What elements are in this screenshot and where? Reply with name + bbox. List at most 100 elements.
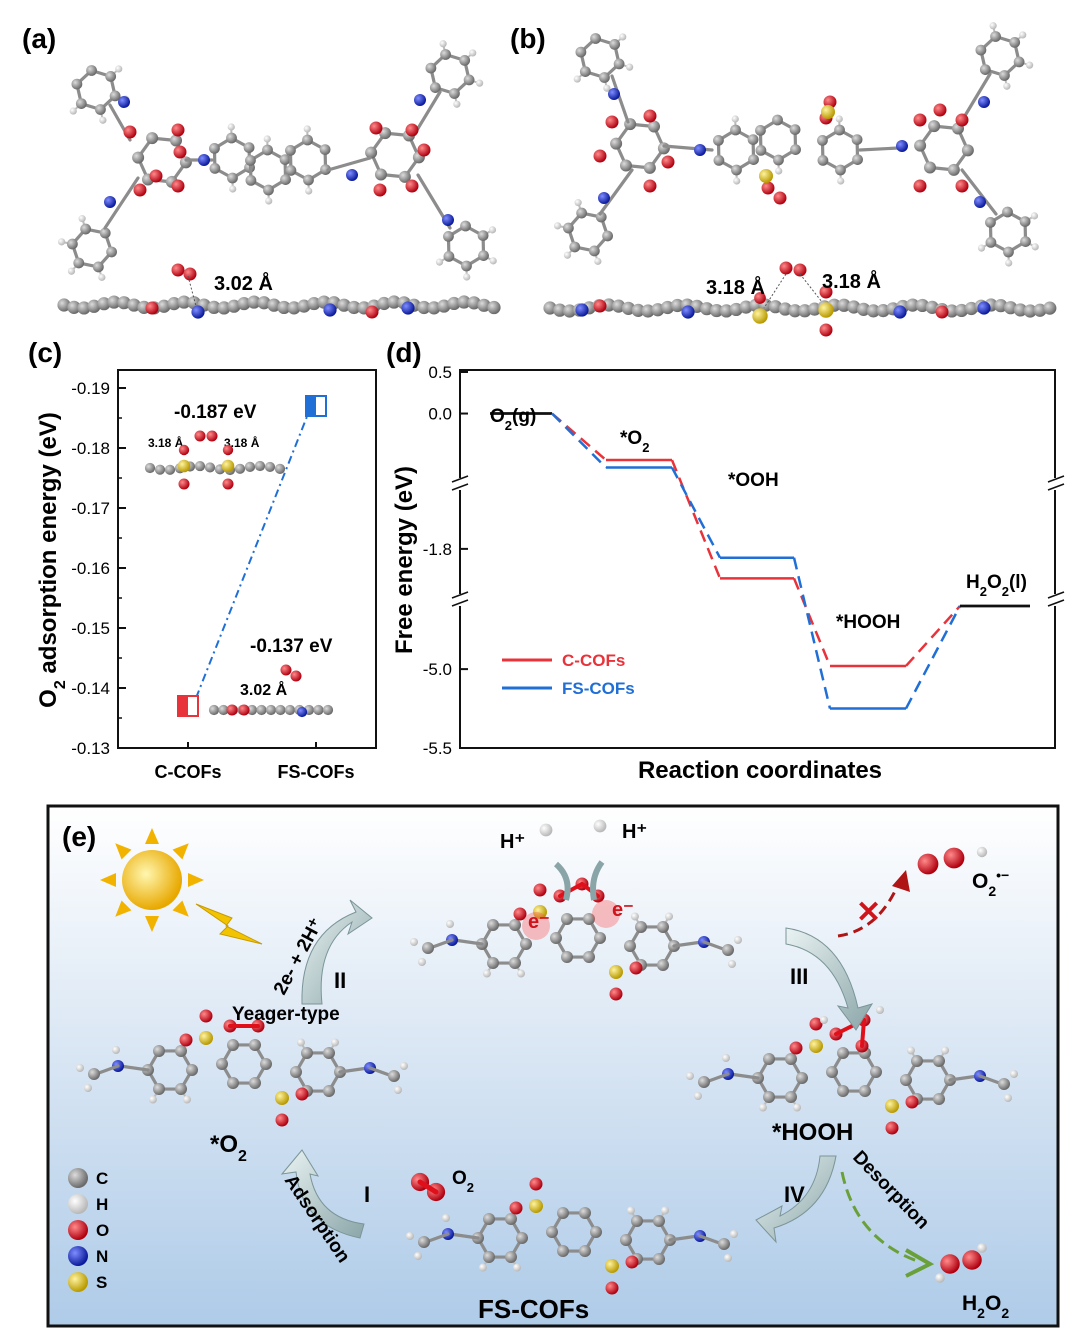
atom-C: [477, 298, 491, 312]
panel-c-x-tick-c-cofs: C-COFs: [155, 762, 222, 782]
atom-O: [885, 1121, 899, 1135]
atom-C: [835, 164, 846, 176]
atom-C: [947, 163, 960, 176]
atom-N: [598, 192, 610, 204]
atom-C: [170, 134, 183, 147]
atom-C: [73, 257, 85, 269]
atom-N: [978, 96, 990, 108]
panel-b-molecule-side: [543, 261, 1057, 337]
atom-C: [323, 1085, 335, 1098]
atom-C: [422, 942, 434, 954]
atom-H: [935, 1273, 945, 1283]
atom-S: [533, 905, 547, 919]
atom-H: [906, 1046, 915, 1055]
atom-C: [731, 164, 742, 176]
atom-C: [657, 142, 670, 155]
atom-C: [483, 1212, 495, 1225]
atom-C: [80, 223, 92, 235]
label-superoxide: O2•−: [972, 867, 1009, 899]
atom-C: [923, 161, 936, 174]
atom-C: [876, 304, 890, 318]
atom-C: [398, 170, 411, 183]
atom-H: [1005, 259, 1013, 267]
panel-b-distance-right: 3.18 Å: [822, 269, 881, 293]
atom-C: [467, 296, 481, 310]
atom-O: [819, 285, 833, 299]
panel-d-connector-0: [551, 412, 607, 469]
atom-H: [406, 1232, 414, 1240]
atom-O: [206, 430, 218, 442]
panel-c-annotation-fs: -0.187 eV: [174, 402, 257, 423]
atom-H: [1019, 31, 1027, 39]
atom-C: [817, 155, 829, 166]
atom-C: [175, 1083, 187, 1096]
atom-O: [643, 179, 657, 193]
atom-O: [405, 123, 419, 137]
atom-O: [222, 444, 234, 456]
panel-d-axis-breaks: [451, 475, 1065, 607]
panel-d-y-tick-label: -5.0: [423, 660, 452, 679]
atom-O: [593, 299, 607, 313]
atom-C: [911, 1054, 923, 1067]
panel-d-legend: C-COFs FS-COFs: [502, 651, 635, 698]
atom-C: [561, 951, 573, 964]
atom-C: [999, 70, 1010, 81]
atom-C: [290, 1066, 302, 1078]
atom-H: [418, 958, 426, 966]
label-step-iii: III: [790, 964, 808, 989]
atom-C: [247, 295, 261, 309]
atom-C: [57, 298, 71, 312]
atom-C: [77, 301, 91, 315]
atom-C: [985, 237, 997, 248]
atom-C: [543, 301, 557, 315]
atom-O: [593, 149, 607, 163]
atom-C: [790, 144, 801, 155]
atom-C: [900, 1074, 912, 1086]
atom-C: [610, 137, 623, 150]
legend-atom-S: [68, 1272, 88, 1292]
atom-C: [1002, 206, 1013, 218]
atom-C: [443, 231, 454, 242]
atom-O: [194, 430, 206, 442]
atom-N: [346, 169, 358, 181]
atom-C: [443, 251, 455, 262]
atom-H: [661, 1206, 670, 1215]
atom-C: [546, 1226, 558, 1238]
atom-C: [785, 1091, 797, 1104]
panel-d-connector-3: [904, 605, 962, 710]
atom-S: [818, 302, 834, 318]
atom-C: [463, 74, 475, 86]
legend-label-c-cofs: C-COFs: [562, 651, 625, 670]
atom-C: [262, 144, 273, 156]
atom-C: [487, 918, 499, 931]
atom-H: [69, 107, 77, 115]
atom-C: [933, 1054, 945, 1067]
atom-O: [171, 263, 185, 277]
atom-C: [365, 146, 378, 159]
atom-H: [446, 920, 454, 928]
atom-H: [394, 1086, 402, 1094]
atom-H: [478, 1263, 487, 1272]
atom-C: [418, 1236, 430, 1248]
atom-C: [590, 1226, 602, 1238]
atom-C: [234, 463, 246, 474]
atom-C: [204, 462, 216, 473]
atom-H: [78, 215, 86, 223]
atom-C: [657, 959, 669, 972]
atom-C: [227, 299, 241, 313]
atom-H: [148, 1095, 157, 1104]
panel-d-label: (d): [386, 337, 422, 368]
atom-C: [313, 704, 324, 716]
panel-c-y-tick-label: -0.13: [71, 739, 110, 758]
atom-C: [961, 144, 974, 157]
atom-C: [561, 912, 573, 925]
atom-C: [132, 151, 145, 164]
label-step-iv: IV: [784, 1182, 805, 1207]
panel-d-y-tick-label: -5.5: [423, 739, 452, 758]
atom-C: [713, 135, 724, 146]
atom-C: [698, 1076, 710, 1088]
atom-O: [365, 305, 379, 319]
panel-a-distance: 3.02 Å: [214, 271, 273, 295]
atom-H: [112, 1046, 120, 1054]
atom-O: [905, 1095, 919, 1109]
